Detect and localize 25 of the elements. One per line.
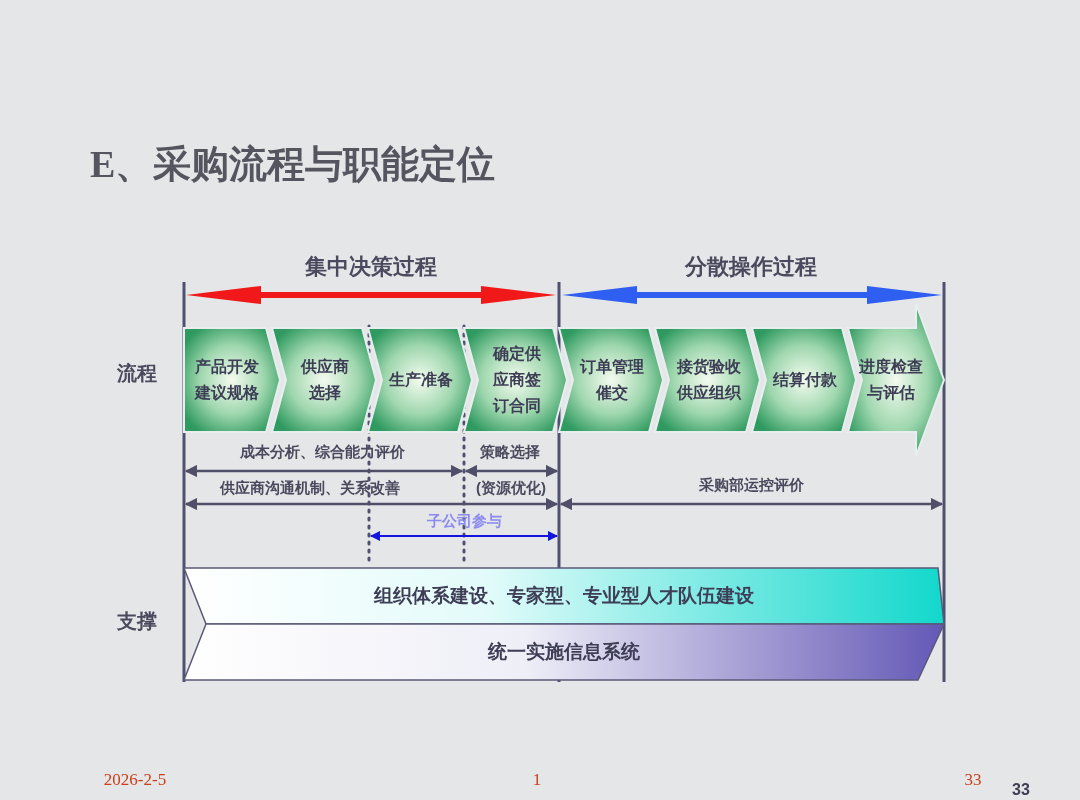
range-label: 供应商沟通机制、关系改善: [220, 478, 400, 498]
row-heading: 支撑: [117, 609, 157, 634]
step-label: 进度检查与评估: [858, 357, 924, 403]
step-label: 结算付款: [773, 370, 837, 390]
phase-heading: 分散操作过程: [685, 253, 817, 281]
footer-text: 1: [532, 769, 542, 791]
step-label: 确定供应商签订合同: [491, 344, 542, 416]
step-label: 供应商选择: [299, 357, 350, 403]
footer-text: 33: [964, 769, 982, 791]
range-label: 成本分析、综合能力评价: [239, 442, 405, 462]
slide-title: E、采购流程与职能定位: [90, 142, 496, 187]
row-heading: 流程: [117, 361, 157, 386]
step-label: 订单管理催交: [578, 357, 645, 403]
step-label: 接货验收供应组织: [675, 357, 742, 403]
page-number: 33: [1012, 780, 1030, 800]
range-label: 子公司参与: [426, 511, 502, 531]
step-label: 产品开发建议规格: [193, 357, 260, 403]
phase-heading: 集中决策过程: [305, 253, 437, 281]
step-label: 生产准备: [389, 370, 453, 390]
footer-text: 2026-2-5: [103, 769, 167, 791]
band-label: 统一实施信息系统: [488, 639, 640, 664]
band-label: 组织体系建设、专家型、专业型人才队伍建设: [374, 583, 754, 608]
range-label: 策略选择: [480, 442, 540, 462]
range-label: 采购部运控评价: [698, 475, 804, 495]
range-label: (资源优化): [476, 478, 546, 498]
